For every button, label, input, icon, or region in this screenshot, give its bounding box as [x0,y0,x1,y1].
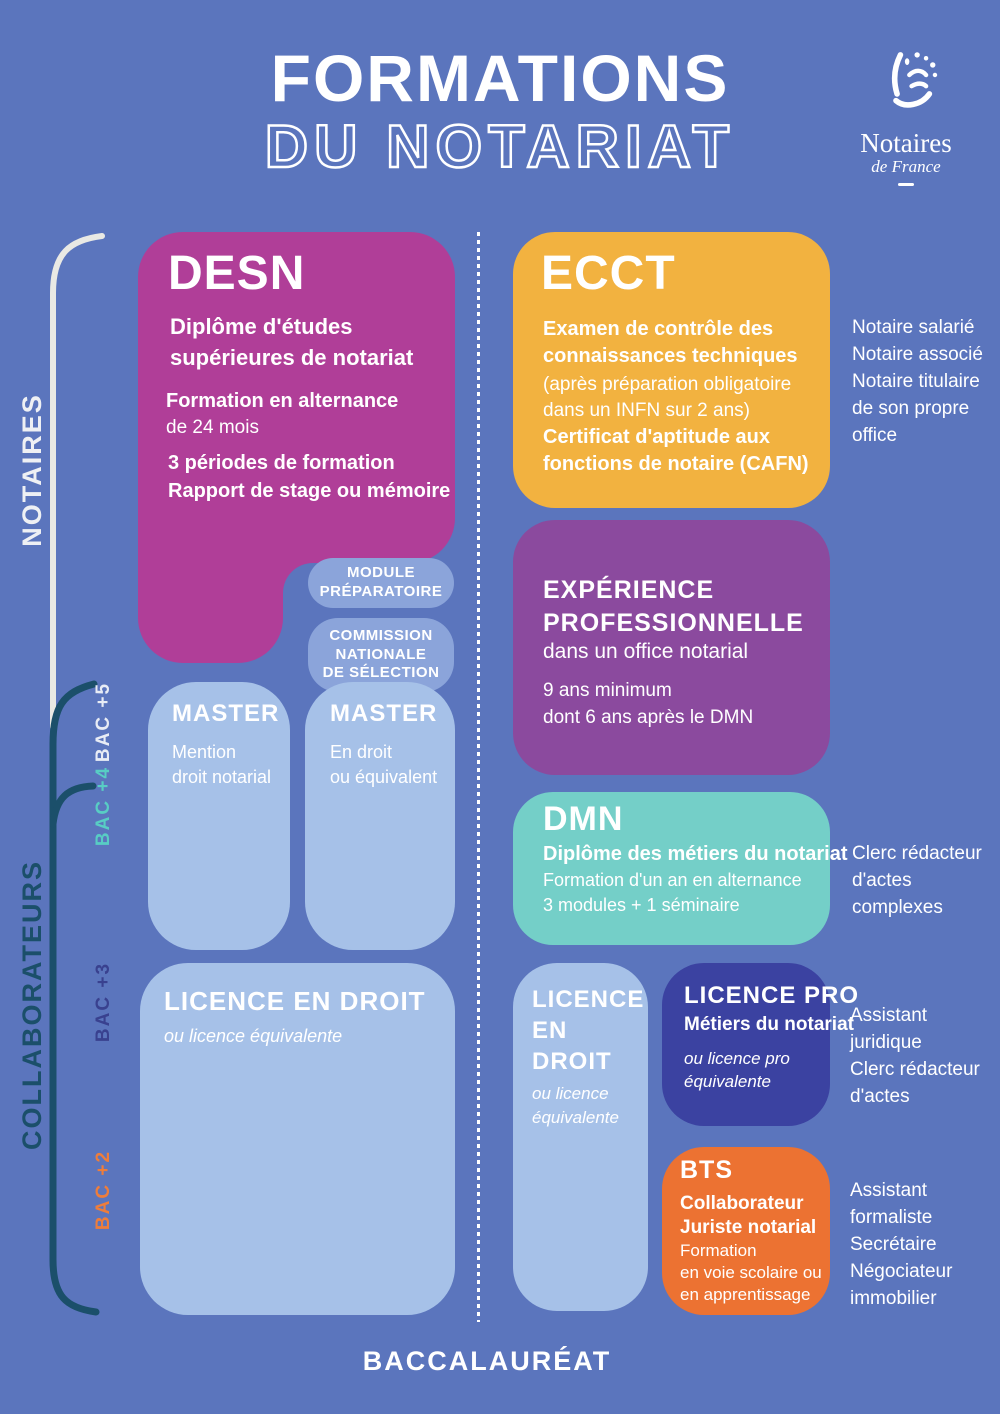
licence-pro-title: LICENCE PRO [684,982,860,1009]
master1-detail: Mention droit notarial [172,742,272,788]
logo-name: Notaires [860,128,952,158]
master-droit-box [305,682,455,950]
left-rail-brackets [49,233,105,1316]
master2-detail: En droit ou équivalent [330,742,438,788]
dmn-line1: Formation d'un an en alternance [543,870,802,890]
ecct-outcomes-annotation: Notaire salarié Notaire associé Notaire … [852,317,983,446]
bac5-label: BAC +5 [93,681,114,763]
licence-pro-subtitle: Métiers du notariat [684,1014,854,1035]
baccalaureat-label: BACCALAURÉAT [362,1346,612,1376]
experience-box [513,520,830,775]
licence-left-subtitle: ou licence équivalente [164,1026,343,1046]
licence-mid-subtitle: ou licence équivalente [532,1084,619,1127]
licence-mid-title: LICENCE EN DROIT [532,986,645,1076]
collaborateurs-bracket [49,680,100,1316]
desn-box [138,232,455,663]
master2-title: MASTER [330,700,438,727]
licence-en-droit-left-box [140,963,455,1315]
notaires-figure-icon [891,52,938,108]
bac4-branch-bracket [49,782,97,828]
licence-pro-box [662,963,830,1126]
notaires-section-label: NOTAIRES [17,393,47,547]
page-title: FORMATIONS [270,41,730,115]
licence-pro-outcomes-annotation: Assistant juridique Clerc rédacteur d'ac… [850,1005,980,1107]
logo-underline [898,183,914,187]
desn-title: DESN [168,247,306,300]
bac4-label: BAC +4 [93,765,114,847]
ecct-box [513,232,830,508]
bts-box [662,1147,830,1315]
dmn-box [513,792,830,945]
desn-line1-detail: de 24 mois [166,417,259,438]
column-divider-dotted-line [477,232,480,1322]
ecct-title: ECCT [541,247,676,300]
dmn-outcomes-annotation: Clerc rédacteur d'actes complexes [852,843,982,918]
licence-left-title: LICENCE EN DROIT [164,986,426,1016]
notaires-de-france-logo: Notaires de France [838,46,974,187]
dmn-subtitle: Diplôme des métiers du notariat [543,843,848,865]
desn-line3-bold: Rapport de stage ou mémoire [168,480,451,502]
logo-subname: de France [871,157,941,177]
ecct-detail: (après préparation obligatoire dans un I… [543,374,792,421]
licence-pro-detail: ou licence pro équivalente [684,1049,790,1091]
bts-subtitle: Collaborateur Juriste notarial [680,1193,817,1238]
experience-detail: 9 ans minimum dont 6 ans après le DMN [543,680,754,728]
desn-line2-bold: 3 périodes de formation [168,452,395,474]
bts-title: BTS [680,1156,733,1184]
desn-line1-bold: Formation en alternance [166,390,399,412]
module-preparatoire-pill: MODULE PRÉPARATOIRE [308,558,454,608]
ecct-bold2: Certificat d'aptitude aux fonctions de n… [543,426,809,475]
desn-subtitle: Diplôme d'études supérieures de notariat [170,314,414,370]
master1-title: MASTER [172,700,280,727]
bts-outcomes-annotation: Assistant formaliste Secrétaire Négociat… [850,1180,953,1309]
ecct-bold1: Examen de contrôle des connaissances tec… [543,318,798,367]
experience-title: EXPÉRIENCE PROFESSIONNELLE [543,576,804,637]
dmn-line2: 3 modules + 1 séminaire [543,895,740,915]
dmn-title: DMN [543,800,624,838]
master-droit-notarial-box [148,682,290,950]
experience-subtitle: dans un office notarial [543,640,749,663]
bts-detail: Formation en voie scolaire ou en apprent… [680,1241,822,1305]
bac3-label: BAC +3 [93,961,114,1043]
notaires-bracket [50,233,105,730]
bac2-label: BAC +2 [93,1149,114,1231]
commission-nationale-pill: COMMISSION NATIONALE DE SÉLECTION [308,618,454,692]
collaborateurs-section-label: COLLABORATEURS [17,860,47,1150]
page-subtitle: DU NOTARIAT [264,112,736,182]
licence-en-droit-mid-box [513,963,648,1311]
